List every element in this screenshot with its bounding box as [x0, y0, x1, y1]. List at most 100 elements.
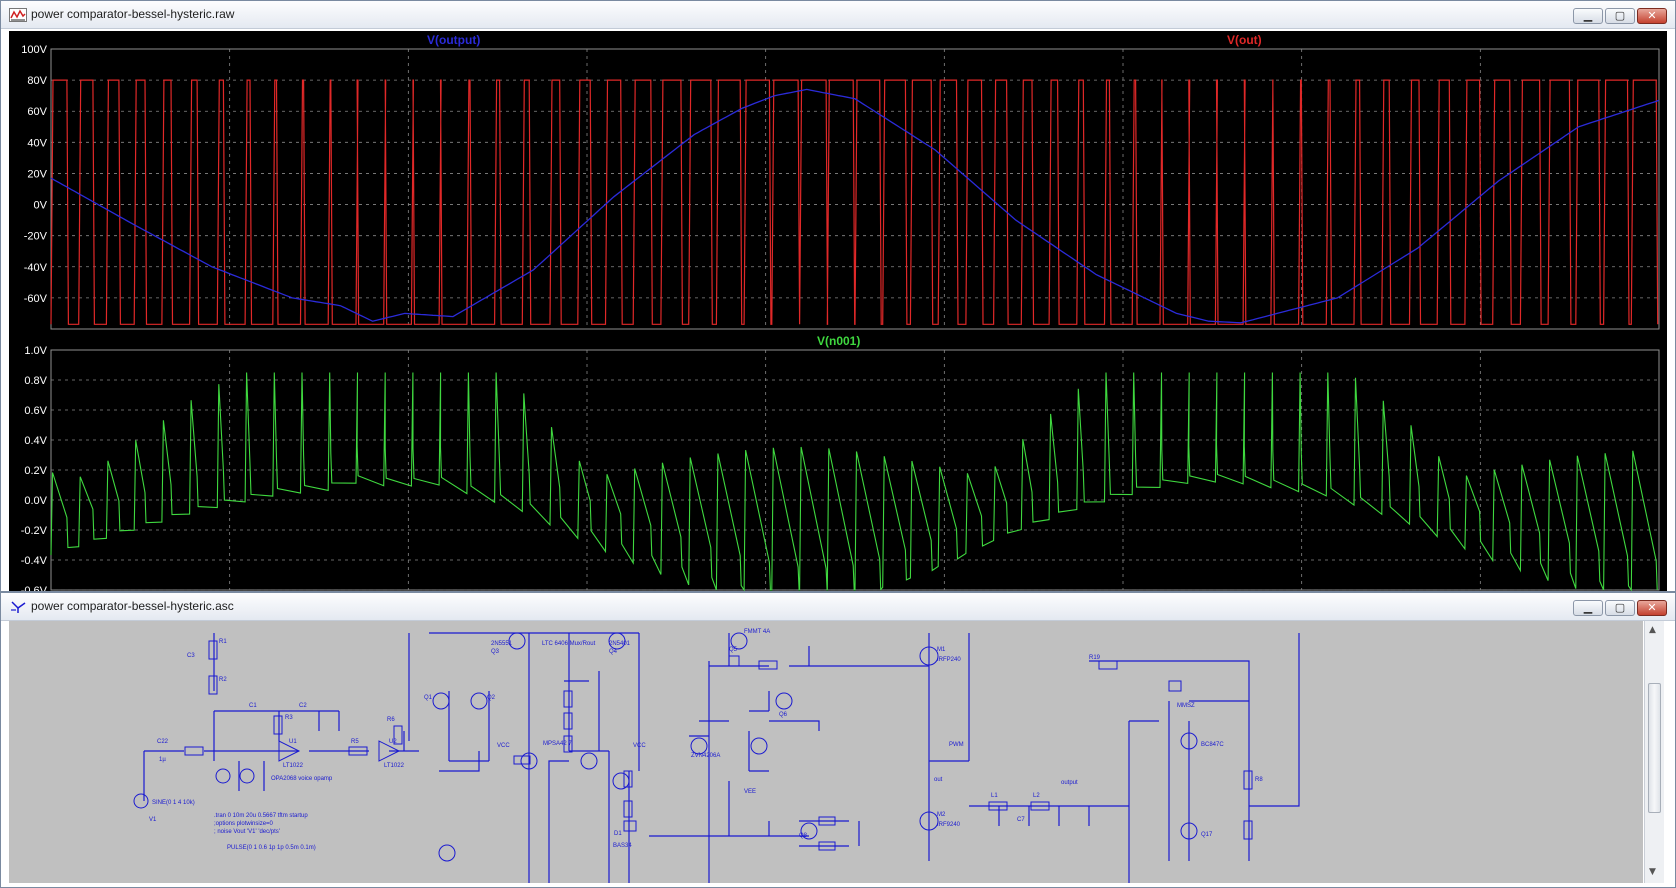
close-button[interactable]: ✕: [1637, 600, 1667, 616]
label-u1-model: LT1022: [283, 763, 304, 769]
voltage-source-v1: [133, 793, 149, 809]
opamp-u2: [378, 740, 401, 762]
legend-v-out: V(out): [1227, 33, 1262, 47]
label-ltc: LTC 6406 Mux/Rout: [542, 641, 596, 647]
waveform-window-title: power comparator-bessel-hysteric.raw: [31, 7, 235, 21]
maximize-button[interactable]: ▢: [1605, 600, 1635, 616]
bot-y-tick-label: -0.4V: [21, 555, 48, 567]
top-pane-frame: [50, 48, 1660, 330]
label-mz: MMSZ: [1177, 703, 1195, 709]
label-q3-model: 2N5551: [491, 641, 513, 647]
waveform-titlebar[interactable]: power comparator-bessel-hysteric.raw ▁ ▢…: [1, 1, 1675, 29]
label-zvn: ZVN4206A: [691, 753, 720, 759]
scroll-up-icon[interactable]: ▲: [1649, 625, 1656, 635]
label-c22: C22: [157, 739, 169, 745]
top-y-tick-label: -60V: [24, 293, 48, 305]
label-u1: U1: [289, 739, 297, 745]
label-q8: Q8: [799, 833, 808, 839]
opamp-u1: [278, 740, 301, 762]
close-button[interactable]: ✕: [1637, 8, 1667, 24]
label-mj: MPSA42 7: [543, 741, 572, 747]
note-tran: .tran 0 10m 20u 0.5667 tftm startup: [214, 813, 308, 819]
label-l1: L1: [991, 793, 998, 799]
schematic-titlebar[interactable]: power comparator-bessel-hysteric.asc ▁ ▢…: [1, 593, 1675, 621]
label-vcc: VCC: [497, 743, 510, 749]
label-out: out: [934, 777, 943, 783]
minimize-button[interactable]: ▁: [1573, 8, 1603, 24]
note-noise: ; noise Vout 'V1' 'dec/pts': [214, 829, 280, 835]
label-pwm: PWM: [949, 742, 964, 748]
top-y-tick-label: -40V: [24, 262, 48, 274]
bottom-pane-grid: [51, 350, 1659, 591]
waveform-window[interactable]: power comparator-bessel-hysteric.raw ▁ ▢…: [0, 0, 1676, 592]
label-irf9: IRF9240: [937, 822, 961, 828]
label-m1: M1: [937, 647, 946, 653]
label-q4: Q4: [609, 649, 618, 655]
label-r2: R2: [219, 677, 227, 683]
label-l2: L2: [1033, 793, 1040, 799]
v-output-trace: [50, 88, 1660, 324]
top-y-tick-label: 60V: [27, 106, 47, 118]
v-out-trace: [50, 79, 1659, 325]
top-y-tick-label: 20V: [27, 168, 47, 180]
label-u2: U2: [389, 739, 397, 745]
label-v1-value: SINE(0 1 4 10k): [152, 800, 195, 806]
label-r19: R19: [1089, 655, 1101, 661]
top-pane-grid: [51, 49, 1659, 329]
schematic-wires: [143, 632, 1300, 883]
label-v1: V1: [149, 817, 157, 823]
schematic-drawing[interactable]: V1 SINE(0 1 4 10k) U1 LT1022 OPA2068 voi…: [9, 621, 1643, 883]
note-options: ;options plotwinsize=0: [214, 821, 274, 827]
bot-y-tick-label: 0.4V: [24, 435, 47, 447]
label-q5: Q5: [729, 647, 738, 653]
label-q17: Q17: [1201, 832, 1213, 838]
bot-y-tick-label: -0.2V: [21, 525, 48, 537]
label-opamp-note: OPA2068 voice opamp: [271, 776, 333, 782]
label-bc: BC847C: [1201, 742, 1224, 748]
label-q2: Q2: [487, 695, 496, 701]
label-m2: M2: [937, 812, 946, 818]
label-r3: R3: [285, 715, 293, 721]
bot-y-tick-label: 0.6V: [24, 405, 47, 417]
minimize-button[interactable]: ▁: [1573, 600, 1603, 616]
label-vcc2: VCC: [633, 743, 646, 749]
label-vee: VEE: [744, 789, 756, 795]
label-q3: Q3: [491, 649, 500, 655]
bot-y-tick-label: -0.6V: [21, 585, 48, 591]
top-y-tick-label: -20V: [24, 231, 48, 243]
schematic-canvas[interactable]: V1 SINE(0 1 4 10k) U1 LT1022 OPA2068 voi…: [9, 621, 1643, 883]
scroll-down-icon[interactable]: ▼: [1649, 867, 1656, 877]
label-fmmt: FMMT 4A: [744, 629, 770, 635]
vertical-scrollbar[interactable]: ▲ ▼: [1644, 621, 1664, 883]
waveform-icon: [9, 8, 27, 22]
maximize-button[interactable]: ▢: [1605, 8, 1635, 24]
v-n001-trace: [50, 372, 1658, 591]
label-c3: C3: [187, 653, 195, 659]
top-y-tick-label: 100V: [21, 44, 47, 56]
label-r5: R5: [351, 739, 359, 745]
scroll-thumb[interactable]: [1648, 683, 1661, 813]
label-r1: R1: [219, 639, 227, 645]
label-c2: C2: [299, 703, 307, 709]
bot-y-tick-label: 0.0V: [24, 495, 47, 507]
label-bas: BAS34: [613, 843, 632, 849]
label-c7: C7: [1017, 817, 1025, 823]
label-output: output: [1061, 780, 1078, 786]
label-c1: C1: [249, 703, 257, 709]
label-irf: IRFP240: [937, 657, 961, 663]
bot-y-tick-label: 0.8V: [24, 375, 47, 387]
schematic-icon: [11, 601, 26, 613]
label-rload: R8: [1255, 777, 1263, 783]
bot-y-tick-label: 0.2V: [24, 465, 47, 477]
label-q1: Q1: [424, 695, 433, 701]
label-r6: R6: [387, 717, 395, 723]
label-d1: D1: [614, 831, 622, 837]
top-y-tick-label: 40V: [27, 137, 47, 149]
schematic-window[interactable]: power comparator-bessel-hysteric.asc ▁ ▢…: [0, 592, 1676, 888]
label-q4-model: 2N5401: [609, 641, 631, 647]
schematic-window-title: power comparator-bessel-hysteric.asc: [31, 599, 234, 613]
label-q6: Q6: [779, 712, 788, 718]
label-u2-model: LT1022: [384, 763, 405, 769]
